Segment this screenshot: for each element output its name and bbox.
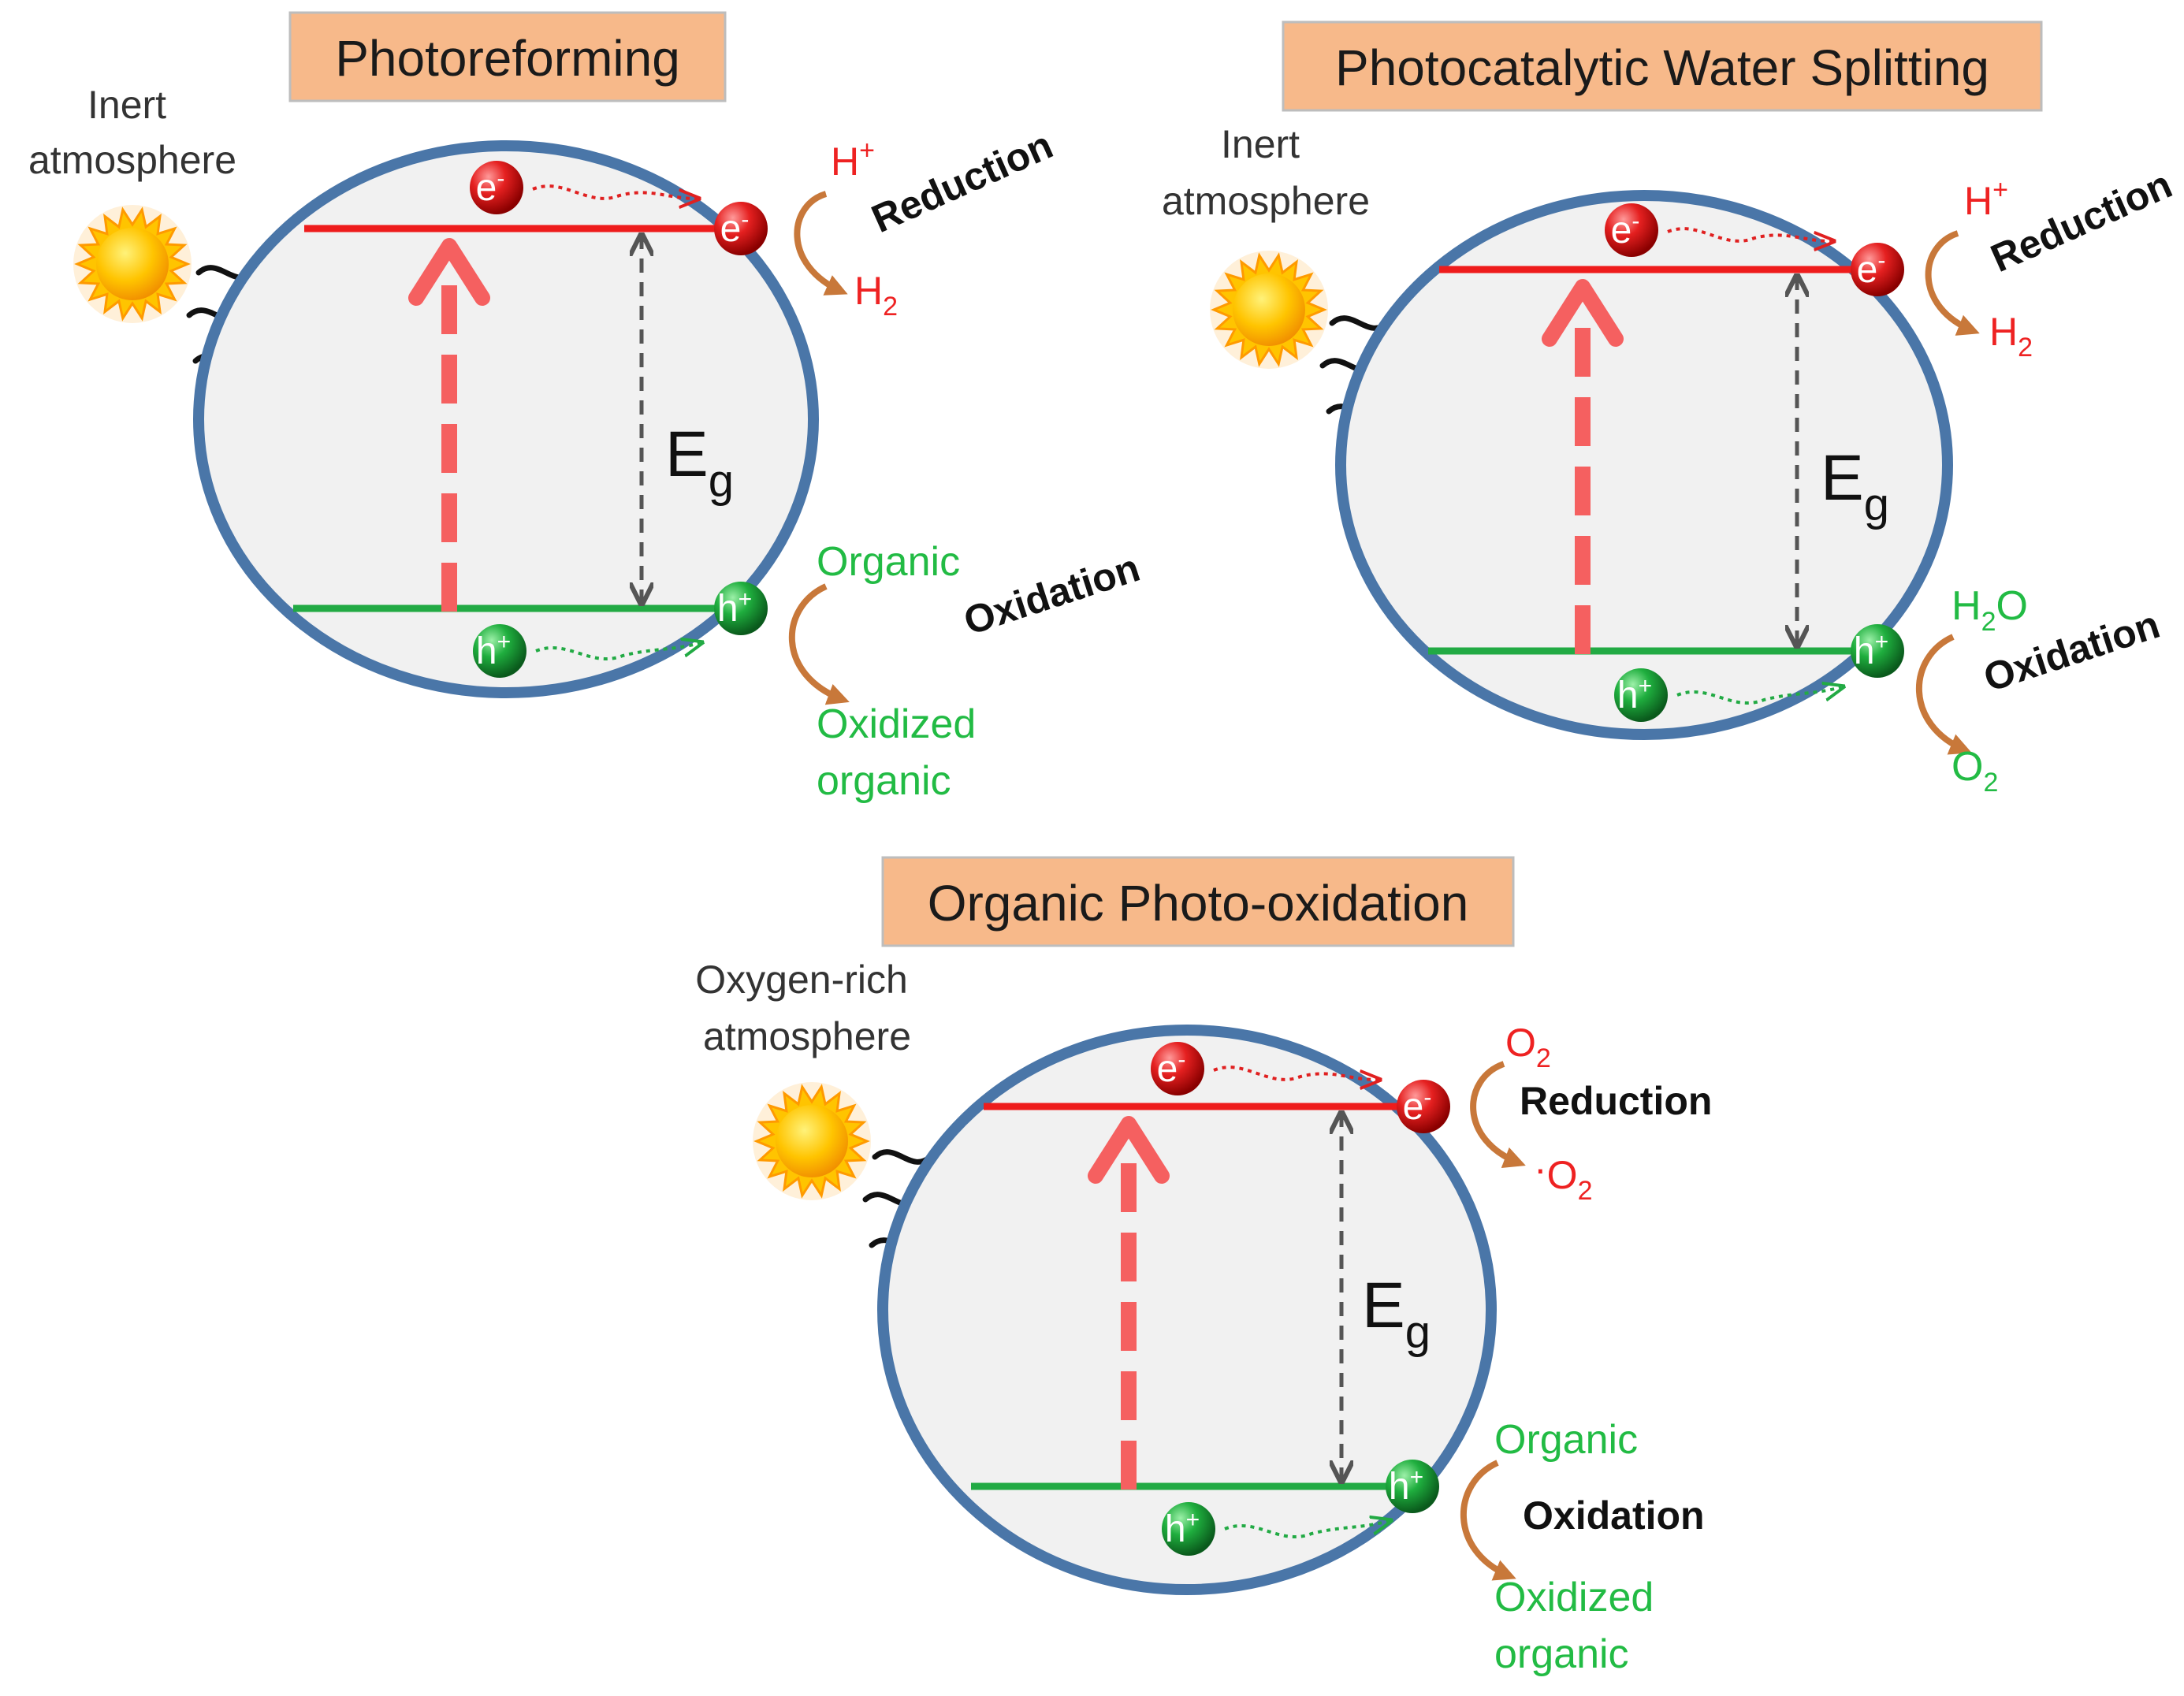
electron-cb: e-: [1151, 1042, 1204, 1095]
panel-photoreforming: Photoreforming Inert atmosphere hv Eg: [28, 11, 1145, 804]
title-box: [1282, 20, 2043, 112]
electron-migration-arrow: [1667, 227, 1832, 241]
reduction-reactant: H+: [1964, 175, 2008, 223]
electron-surface: e-: [1851, 243, 1904, 296]
hole-surface: h+: [1386, 1460, 1439, 1513]
oxidation-arrow: [1916, 634, 1972, 755]
electron-migration-arrow: [1213, 1066, 1378, 1080]
bandgap-label: Eg: [665, 418, 734, 507]
photocatalyst-particle: [193, 140, 819, 698]
bandgap-label: Eg: [1362, 1270, 1431, 1358]
sun-icon: [73, 205, 192, 323]
reduction-arrow: [1470, 1061, 1526, 1169]
oxidation-product: Oxidized organic: [1494, 1575, 1665, 1677]
svg-text:e-: e-: [1857, 247, 1886, 291]
svg-text:h+: h+: [1389, 1464, 1423, 1508]
svg-text:h+: h+: [717, 586, 752, 630]
hole-vb: h+: [473, 624, 526, 678]
svg-text:e-: e-: [1403, 1084, 1432, 1128]
electron-surface: e-: [1397, 1080, 1450, 1133]
sun-icon: [1210, 251, 1328, 369]
title-box: [881, 856, 1515, 947]
excitation-arrow: [1542, 279, 1624, 654]
oxidation-reactant: Organic: [817, 539, 960, 585]
reduction-label: Reduction: [1520, 1079, 1712, 1123]
svg-text:e-: e-: [476, 166, 505, 209]
excitation-arrow: [1088, 1116, 1170, 1490]
oxidation-arrow: [1460, 1460, 1516, 1581]
electron-migration-arrow: [532, 184, 697, 199]
svg-text:h+: h+: [1617, 673, 1652, 716]
svg-text:e-: e-: [720, 206, 750, 250]
hole-surface: h+: [714, 582, 768, 635]
panel-title: Photocatalytic Water Splitting: [1335, 39, 1989, 96]
atmosphere-label: Inert atmosphere: [28, 83, 236, 182]
oxidation-label: Oxidation: [958, 545, 1145, 644]
svg-text:e-: e-: [1157, 1047, 1186, 1090]
hole-vb: h+: [1162, 1502, 1215, 1556]
oxidation-product: O2: [1951, 744, 1998, 798]
panel-title: Organic Photo-oxidation: [928, 875, 1469, 932]
reduction-reactant: O2: [1505, 1021, 1551, 1073]
electron-surface: e-: [714, 202, 768, 255]
reduction-arrow: [794, 191, 848, 296]
oxidation-product: Oxidized organic: [817, 701, 988, 804]
atmosphere-label: Oxygen-rich atmosphere: [695, 958, 918, 1058]
reduction-label: Reduction: [1985, 162, 2178, 281]
svg-text:h+: h+: [476, 629, 511, 672]
hole-migration-arrow: [1224, 1521, 1389, 1538]
svg-text:h+: h+: [1854, 629, 1888, 672]
reduction-product: ·O2: [1534, 1147, 1592, 1206]
reduction-product: H2: [1989, 310, 2033, 363]
oxidation-arrow: [789, 583, 850, 705]
atmosphere-label: Inert atmosphere: [1162, 122, 1370, 223]
svg-text:h+: h+: [1165, 1507, 1200, 1550]
bandgap-label: Eg: [1821, 442, 1889, 530]
panel-photo-oxidation: Organic Photo-oxidation Oxygen-rich atmo…: [695, 856, 1712, 1677]
reduction-arrow: [1925, 230, 1980, 336]
excitation-arrow: [408, 238, 490, 612]
oxidation-label: Oxidation: [1523, 1493, 1705, 1538]
hole-surface: h+: [1851, 624, 1904, 678]
reduction-product: H2: [854, 269, 898, 322]
panel-water-splitting: Photocatalytic Water Splitting Inert atm…: [1162, 20, 2178, 798]
title-box: [288, 11, 727, 102]
panel-title: Photoreforming: [335, 30, 680, 87]
reduction-label: Reduction: [865, 122, 1059, 241]
hole-migration-arrow: [1676, 687, 1841, 705]
electron-cb: e-: [1605, 203, 1658, 257]
hole-vb: h+: [1614, 668, 1668, 722]
svg-text:e-: e-: [1611, 208, 1640, 251]
oxidation-reactant: Organic: [1494, 1417, 1638, 1463]
sun-icon: [753, 1082, 871, 1200]
hole-migration-arrow: [535, 643, 700, 660]
electron-cb: e-: [470, 161, 523, 214]
oxidation-reactant: H2O: [1951, 583, 2028, 637]
reduction-reactant: H+: [831, 136, 875, 184]
